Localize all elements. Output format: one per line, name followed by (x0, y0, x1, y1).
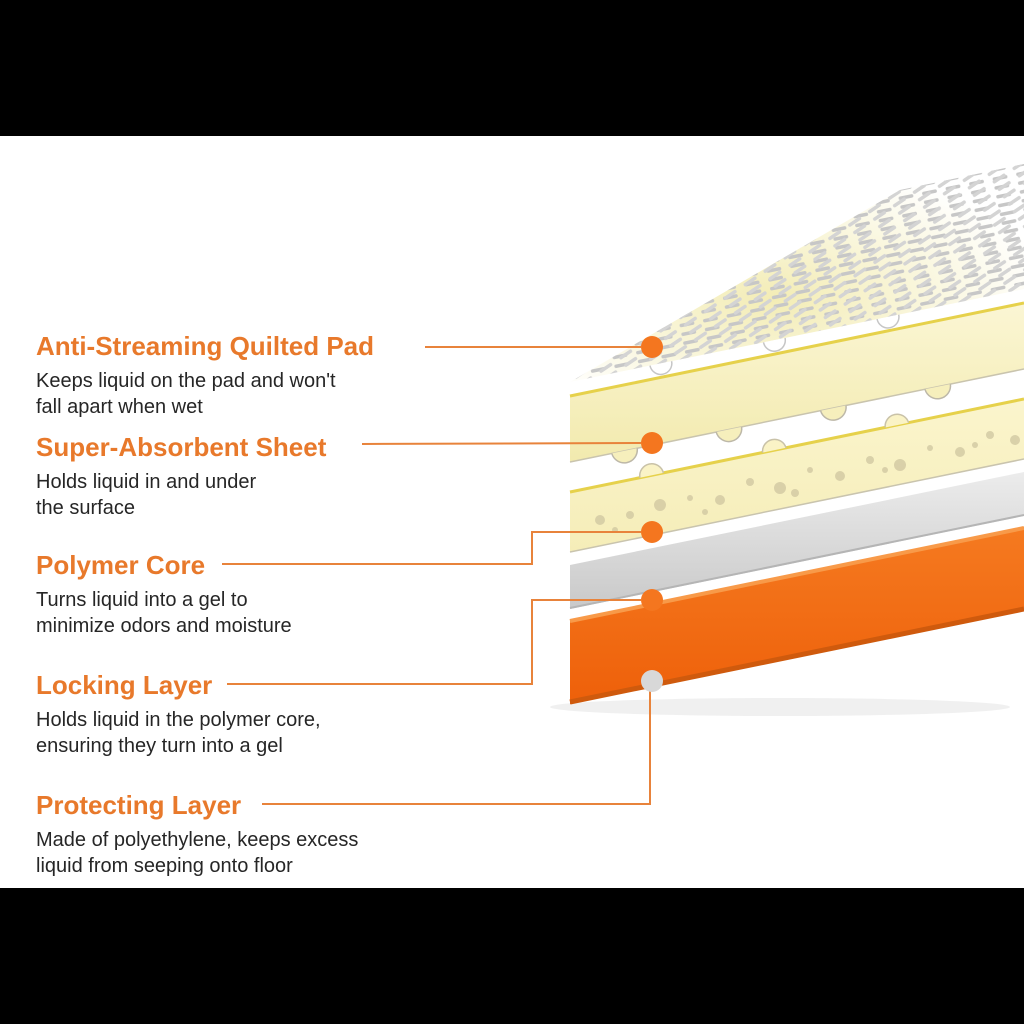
callout-line-polymer-core (222, 531, 641, 565)
letterbox-bottom (0, 888, 1024, 1024)
polymer-granules (595, 431, 1020, 533)
quilt-bumps (639, 413, 910, 478)
callout-dot-super-absorbent-sheet (641, 432, 663, 454)
mesh-edge-scallops (649, 314, 900, 376)
layer-super-absorbent-sheet (569, 301, 1024, 464)
callout-dots (641, 336, 663, 692)
callout-line-super-absorbent-sheet (361, 442, 642, 445)
ground-shadow (550, 698, 1010, 716)
letterbox-top (0, 0, 1024, 136)
quilt-scallops (611, 384, 952, 464)
callout-dot-protecting-layer (641, 670, 663, 692)
layer-anti-streaming-quilted-pad (570, 164, 1024, 382)
callout-dot-anti-streaming-quilted-pad (641, 336, 663, 358)
callout-line-locking-layer (227, 599, 641, 685)
callout-dot-polymer-core (641, 521, 663, 543)
callout-dot-locking-layer (641, 589, 663, 611)
callout-lines (222, 346, 651, 805)
callout-line-protecting-layer (262, 691, 651, 805)
